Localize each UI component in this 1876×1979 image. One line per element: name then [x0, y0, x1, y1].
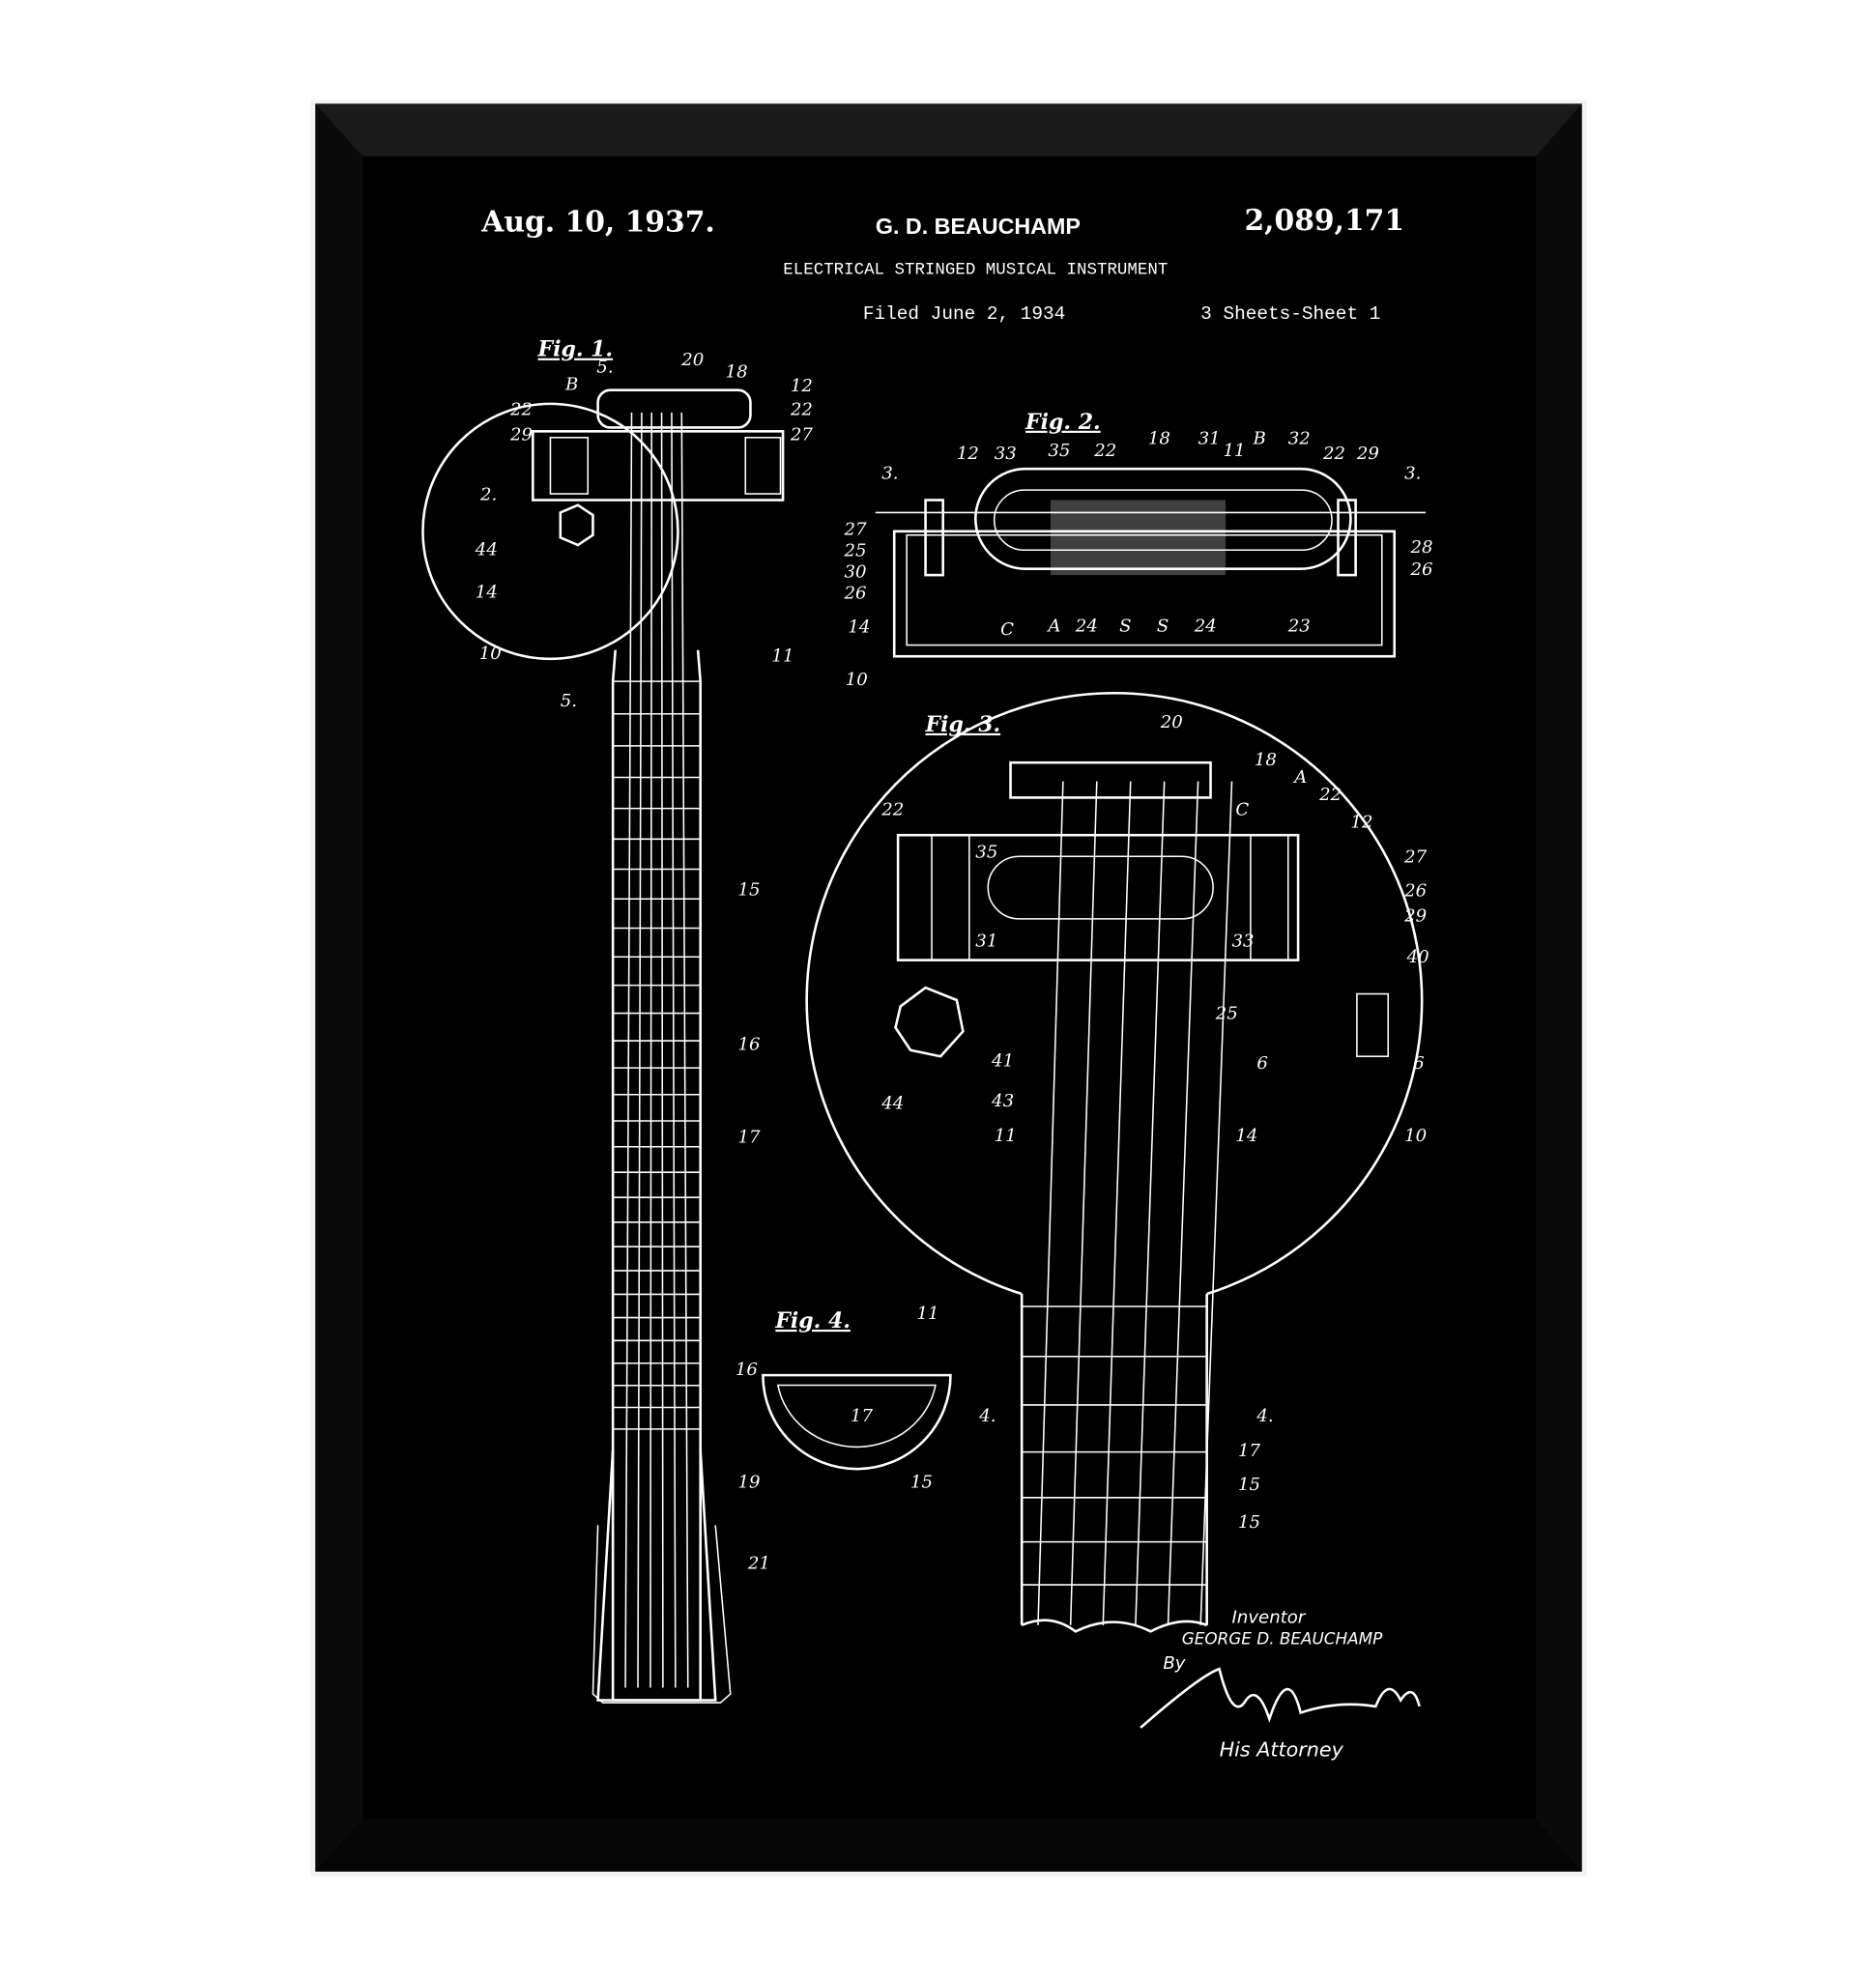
ref-label: 23	[1287, 616, 1311, 636]
ref-label: 6	[1413, 1053, 1425, 1074]
ref-label: 17	[851, 1406, 874, 1426]
ref-label: 11	[1223, 441, 1245, 461]
sheet-count: 3 Sheets-Sheet 1	[1200, 303, 1380, 325]
filed-date: Filed June 2, 1934	[863, 303, 1065, 325]
ref-label: 35	[1048, 441, 1070, 461]
ref-label: C	[1000, 619, 1014, 640]
ref-label: 29	[1403, 905, 1427, 926]
ref-label: 29	[509, 424, 533, 445]
ref-label: 31	[975, 931, 997, 951]
ref-label: 24	[1075, 616, 1098, 636]
ref-label: C	[1235, 800, 1249, 820]
ref-label: 18	[1255, 750, 1277, 770]
ref-label: B	[1253, 428, 1266, 448]
ref-label: 32	[1288, 428, 1311, 448]
ref-label: 27	[843, 520, 867, 540]
ref-label: 22	[880, 800, 904, 820]
ref-label: 26	[843, 584, 866, 604]
inventor-label: Inventor	[1232, 1607, 1307, 1627]
ref-label: 5.	[561, 691, 577, 711]
patent-number: 2,089,171	[1244, 204, 1404, 238]
ref-label: 22	[1322, 444, 1345, 464]
ref-label: 16	[736, 1360, 758, 1380]
ref-label: 15	[1238, 1512, 1260, 1533]
ref-label: 4.	[978, 1406, 996, 1426]
patent-date: Aug. 10, 1937.	[480, 205, 715, 239]
fig2-label: Fig. 2.	[1025, 410, 1101, 435]
ref-label: 27	[1403, 847, 1428, 868]
ref-label: 11	[917, 1304, 939, 1324]
ref-label: 3.	[1404, 464, 1421, 484]
ref-label: 2.	[479, 484, 497, 504]
ref-label: 14	[1235, 1126, 1257, 1146]
ref-label: 41	[991, 1051, 1014, 1072]
ref-label: 18	[726, 362, 748, 383]
ref-label: 10	[479, 644, 502, 664]
ref-label: 21	[747, 1554, 770, 1574]
attorney-label: His Attorney	[1220, 1738, 1344, 1762]
ref-label: 12	[791, 376, 813, 396]
ref-label: 33	[1232, 931, 1255, 951]
ref-label: 31	[1198, 428, 1221, 448]
ref-label: 26	[1410, 559, 1433, 580]
ref-label: 18	[1148, 428, 1170, 448]
ref-label: 14	[848, 617, 870, 638]
ref-label: 20	[1160, 712, 1183, 732]
ref-label: 22	[1093, 441, 1116, 461]
ref-label: A	[1292, 767, 1307, 788]
ref-label: 25	[843, 541, 866, 561]
ref-label: 5.	[596, 358, 613, 378]
ref-label: A	[1046, 616, 1060, 636]
frame-bevel-top	[315, 103, 1582, 156]
ref-label: 4.	[1255, 1406, 1273, 1426]
ref-label: S	[1157, 616, 1169, 636]
by-label: By	[1163, 1653, 1185, 1674]
ref-label: 35	[975, 843, 997, 863]
ref-label: 25	[1215, 1003, 1238, 1023]
ref-label: 15	[1238, 1475, 1260, 1495]
ref-label: 43	[991, 1091, 1014, 1111]
fig4-label: Fig. 4.	[774, 1308, 851, 1334]
ref-label: 30	[844, 562, 866, 583]
ref-label: 27	[790, 424, 814, 445]
ref-label: 17	[1238, 1441, 1261, 1461]
ref-label: 22	[1318, 785, 1342, 805]
ref-label: 17	[738, 1127, 762, 1147]
ref-label: 10	[846, 670, 868, 690]
patent-title: ELECTRICAL STRINGED MUSICAL INSTRUMENT	[783, 260, 1168, 279]
ref-label: 10	[1404, 1126, 1427, 1146]
ref-label: 40	[1406, 947, 1429, 967]
ref-label: 20	[680, 350, 704, 370]
ref-label: 24	[1194, 616, 1217, 636]
ref-label: 33	[995, 444, 1017, 464]
ref-label: 12	[1350, 812, 1372, 832]
ref-label: 19	[738, 1473, 761, 1493]
ref-label: 29	[1356, 444, 1379, 464]
ref-label: 22	[790, 400, 813, 420]
ref-label: S	[1119, 616, 1131, 636]
ref-label: 14	[476, 582, 498, 602]
frame-bevel-bottom	[315, 1819, 1582, 1871]
ref-label: 16	[738, 1035, 761, 1055]
inventor-header: G. D. BEAUCHAMP	[876, 214, 1081, 239]
ref-label: 44	[475, 539, 498, 559]
ref-label: 15	[738, 879, 761, 900]
ref-label: 15	[910, 1473, 933, 1493]
ref-label: 6	[1256, 1053, 1268, 1074]
ref-label: 3.	[881, 464, 898, 484]
ref-label: 44	[880, 1094, 904, 1114]
ref-label: 28	[1410, 537, 1433, 558]
ref-label: 11	[771, 645, 794, 666]
inventor-name: GEORGE D. BEAUCHAMP	[1182, 1628, 1383, 1648]
ref-label: 26	[1403, 881, 1427, 902]
poster-background	[362, 157, 1536, 1820]
ref-label: 12	[957, 444, 979, 464]
ref-label: 22	[509, 400, 533, 420]
ref-label: 11	[995, 1126, 1017, 1146]
ref-label: B	[564, 375, 578, 395]
